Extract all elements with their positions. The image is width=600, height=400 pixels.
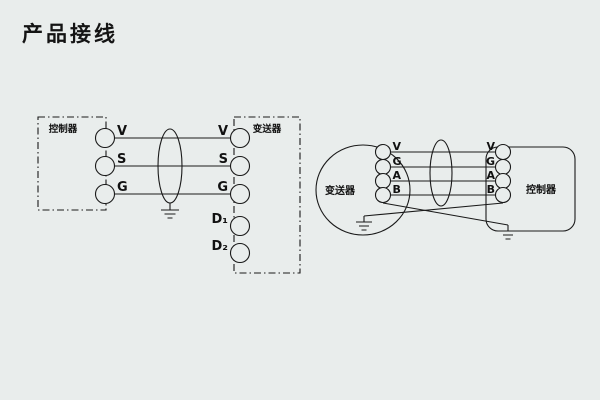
drain-wire xyxy=(363,202,504,217)
terminal-label: S xyxy=(219,152,228,167)
transmitter-label: 变送器 xyxy=(325,184,356,197)
terminal-label: A xyxy=(393,169,402,182)
terminal-label: V xyxy=(486,140,495,153)
terminal-label: A xyxy=(486,169,495,182)
terminal-circle xyxy=(229,242,251,264)
terminal-circle xyxy=(374,172,392,190)
terminal-label: V xyxy=(218,124,228,139)
terminal-circle xyxy=(229,155,251,177)
terminal-circle xyxy=(229,183,251,205)
terminal-circle xyxy=(494,143,512,161)
terminal-circle xyxy=(94,127,116,149)
terminal-label: G xyxy=(393,155,402,168)
terminal-label: S xyxy=(117,152,126,167)
transmitter-box-label: 变送器 xyxy=(253,123,282,135)
drain-wire xyxy=(382,202,509,226)
terminal-circle xyxy=(494,186,512,204)
terminal-label: B xyxy=(393,183,401,196)
terminal-circle xyxy=(374,186,392,204)
controller-label: 控制器 xyxy=(526,183,557,196)
terminal-circle xyxy=(374,158,392,176)
terminal-circle xyxy=(494,172,512,190)
terminal-circle xyxy=(94,155,116,177)
terminal-label: B xyxy=(487,183,495,196)
page-title: 产品接线 xyxy=(22,22,118,46)
terminal-circle xyxy=(229,215,251,237)
terminal-label: G xyxy=(117,180,128,195)
right-wiring-diagram: 变送器 控制器 V G A B xyxy=(315,139,576,240)
ground-symbol xyxy=(500,225,516,240)
terminal-circle xyxy=(229,127,251,149)
terminal-circle xyxy=(94,183,116,205)
terminal-label: V xyxy=(393,140,402,153)
ground-symbol xyxy=(356,216,372,231)
left-wiring-diagram: 控制器 变送器 V S G V S G xyxy=(37,116,301,274)
terminal-label: G xyxy=(486,155,495,168)
transmitter-circle xyxy=(315,144,411,236)
controller-box xyxy=(485,146,576,232)
terminal-label: D₁ xyxy=(212,212,229,227)
terminal-label: D₂ xyxy=(212,239,229,254)
terminal-label: V xyxy=(117,124,127,139)
ground-symbol xyxy=(161,203,179,219)
terminal-circle xyxy=(374,143,392,161)
terminal-label: G xyxy=(217,180,228,195)
controller-box-label: 控制器 xyxy=(49,123,78,135)
controller-box xyxy=(37,116,107,211)
cable-shield-ellipse xyxy=(429,139,453,207)
terminal-circle xyxy=(494,158,512,176)
